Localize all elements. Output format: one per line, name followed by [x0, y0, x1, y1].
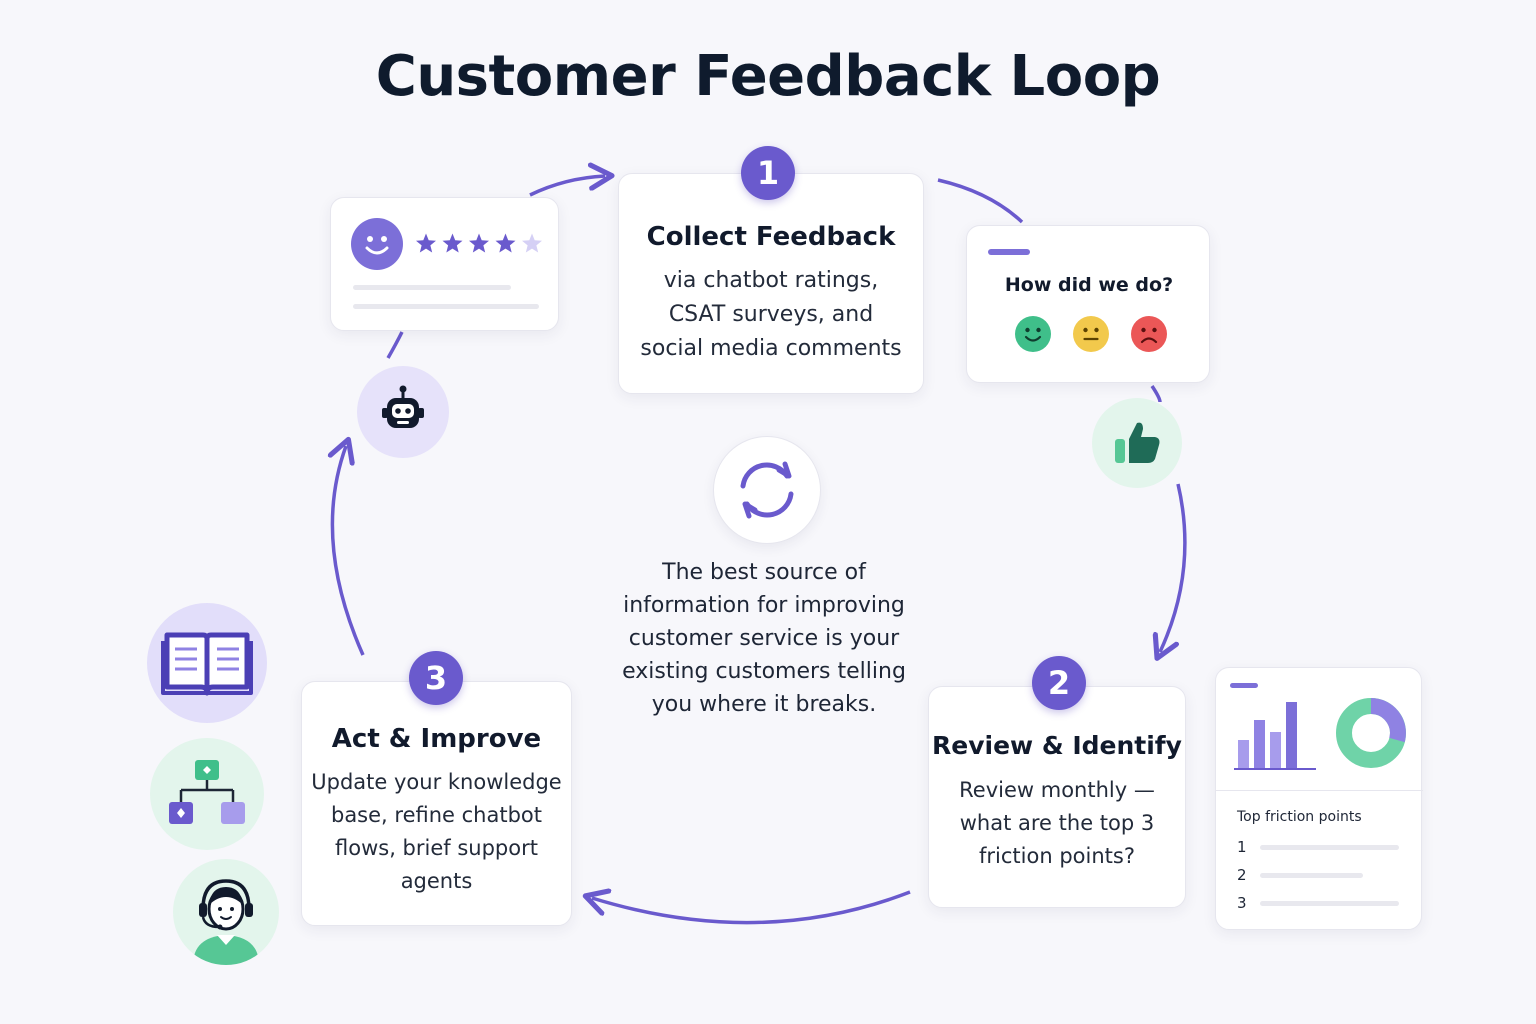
center-message: The best source of information for impro…: [622, 560, 906, 717]
step-description: Update your knowledge base, refine chatb…: [311, 770, 562, 893]
step-title: Collect Feedback: [646, 222, 896, 252]
arc-survey-down: [1150, 385, 1162, 403]
arc-top-right: [937, 178, 1024, 224]
arrow-to-collect: [529, 176, 605, 197]
analytics-card: Top friction points 1 2 3: [1215, 667, 1423, 930]
chatbot-icon: [382, 385, 424, 428]
star-empty-icon: [522, 233, 542, 253]
survey-question: How did we do?: [1004, 274, 1174, 296]
step-title: Act & Improve: [331, 724, 542, 754]
friction-item-number: 3: [1237, 894, 1247, 912]
step-card-review: Review & Identify Review monthly — what …: [928, 686, 1186, 908]
step-card-collect: Collect Feedback via chatbot ratings, CS…: [618, 173, 924, 394]
knowledge-book-icon-circle: [147, 603, 267, 723]
center-cycle-circle: [713, 436, 821, 544]
sad-face-icon[interactable]: [1131, 316, 1167, 352]
knowledge-book-icon: [161, 632, 253, 696]
arrow-to-review: [1160, 483, 1187, 652]
friction-item-line: [1260, 845, 1399, 850]
arrow-to-act: [592, 892, 911, 925]
flowchart-icon: [169, 760, 245, 824]
step-title: Review & Identify: [932, 731, 1182, 760]
card-accent-bar: [1230, 683, 1258, 688]
support-agent-icon-circle: [173, 859, 279, 965]
donut-chart-icon: [1336, 698, 1406, 768]
smiley-face-icon: [351, 218, 403, 270]
thumbs-up-icon-circle: [1092, 398, 1182, 488]
arc-bot-to-rating: [386, 331, 404, 359]
neutral-face-icon[interactable]: [1073, 316, 1109, 352]
refresh-cycle-icon: [740, 461, 794, 519]
bar-chart-icon: [1234, 702, 1316, 770]
survey-card: How did we do?: [966, 225, 1210, 383]
step-card-act: Act & Improve Update your knowledge base…: [301, 681, 572, 926]
friction-item-line: [1260, 873, 1363, 878]
star-rating: [416, 233, 542, 253]
friction-item-line: [1260, 901, 1399, 906]
star-filled-icon: [469, 233, 489, 253]
friction-item-number: 1: [1237, 838, 1247, 856]
star-filled-icon: [442, 233, 463, 253]
step-description: via chatbot ratings, CSAT surveys, and s…: [640, 268, 902, 361]
flowchart-icon-circle: [150, 738, 264, 850]
happy-face-icon[interactable]: [1015, 316, 1051, 352]
card-accent-bar: [988, 249, 1030, 255]
page-title: Customer Feedback Loop: [375, 44, 1161, 109]
step-number-badge: 2: [1032, 656, 1086, 710]
star-filled-icon: [495, 233, 516, 253]
review-line-1: [353, 285, 511, 290]
friction-item-number: 2: [1237, 866, 1247, 884]
step-number-badge: 3: [409, 651, 463, 705]
step-description: Review monthly — what are the top 3 fric…: [959, 778, 1155, 868]
star-filled-icon: [416, 233, 436, 253]
arrow-up-left: [332, 446, 365, 656]
review-line-2: [353, 304, 539, 309]
rating-card: [330, 197, 559, 331]
thumbs-up-icon: [1115, 422, 1160, 463]
friction-title: Top friction points: [1237, 809, 1362, 825]
chatbot-icon-circle: [357, 366, 449, 458]
step-number-badge: 1: [741, 146, 795, 200]
card-divider: [1216, 790, 1423, 791]
support-agent-icon: [193, 879, 259, 965]
